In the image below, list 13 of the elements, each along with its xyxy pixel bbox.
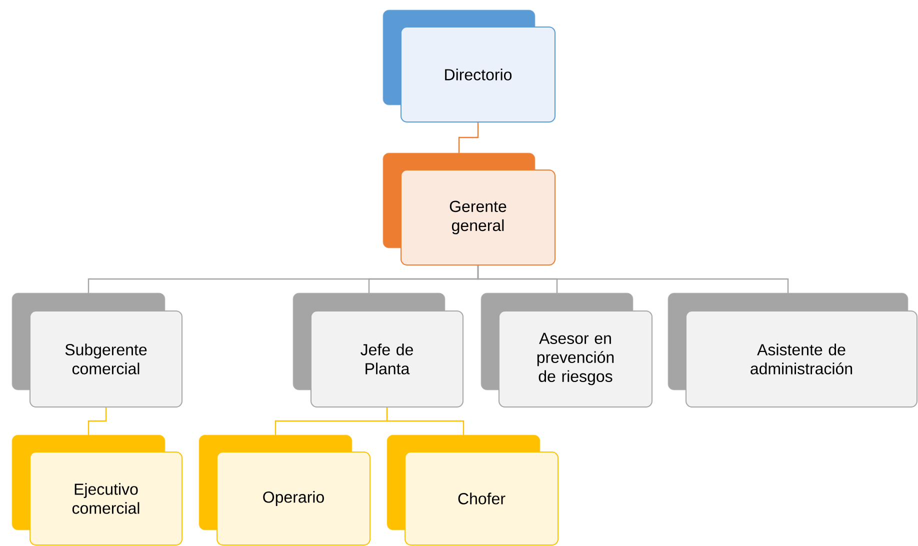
connector-line (458, 122, 479, 153)
connector-line (477, 266, 789, 293)
org-box: Subgerente comercial (12, 292, 182, 408)
org-box: Jefe de Planta (292, 292, 464, 408)
connector-line (88, 408, 107, 435)
org-box: Ejecutivo comercial (12, 434, 182, 546)
org-box: Asistente de administración (668, 292, 918, 408)
org-box: Operario (198, 434, 370, 546)
org-box: Chofer (386, 434, 558, 546)
org-box: Gerente general (382, 152, 556, 266)
connector-line (386, 408, 464, 435)
org-box: Asesor en prevención de riesgos (480, 292, 652, 408)
org-box: Directorio (382, 10, 556, 122)
